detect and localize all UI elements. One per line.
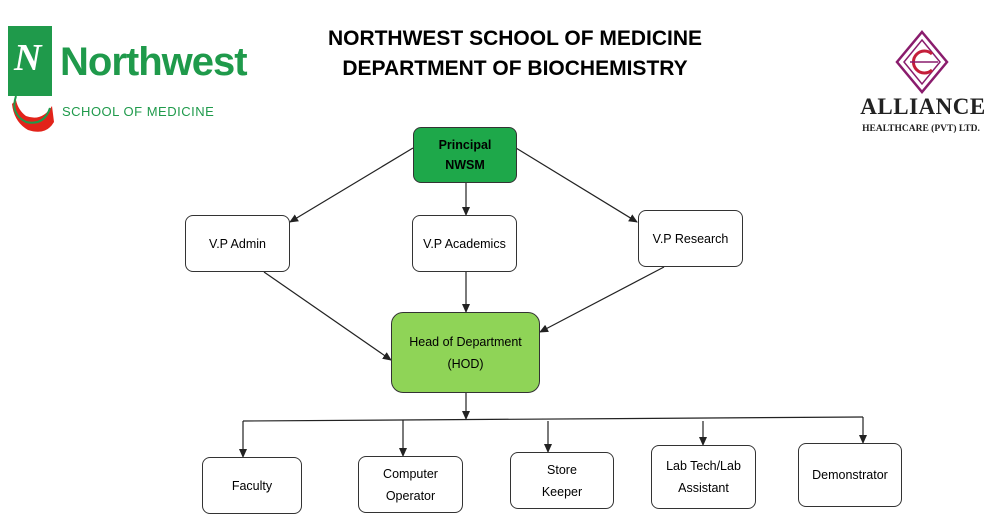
node-demonstrator: Demonstrator [798,443,902,507]
svg-text:N: N [13,37,43,79]
page-title-line2: DEPARTMENT OF BIOCHEMISTRY [342,57,688,80]
node-computer-operator: Computer Operator [358,456,463,513]
alliance-logo-name: ALLIANCE [860,94,986,119]
node-lab-tech-line1: Lab Tech/Lab [666,459,741,473]
node-vp-admin-label: V.P Admin [209,236,266,251]
node-vp-admin: V.P Admin [185,215,290,272]
edge-vp-admin-hod [263,271,392,361]
node-hod: Head of Department (HOD) [391,312,540,393]
node-faculty-label: Faculty [231,478,273,493]
node-hod-line1: Head of Department [409,334,522,349]
bus-line [242,416,864,422]
northwest-logo-subtitle: SCHOOL OF MEDICINE [62,104,215,119]
edge-principal-vp-research [515,147,638,223]
node-vp-academics: V.P Academics [412,215,517,272]
alliance-diamond-icon [895,30,949,94]
node-store-keeper: Store Keeper [510,452,614,509]
alliance-logo-subtitle: HEALTHCARE (PVT) LTD. [862,124,980,134]
page-title-line1: NORTHWEST SCHOOL OF MEDICINE [327,27,703,50]
node-faculty: Faculty [202,457,302,514]
node-vp-research-label: V.P Research [652,231,729,246]
edge-principal-vp-admin [289,147,414,223]
edge-vp-research-hod [539,266,665,333]
node-vp-academics-label: V.P Academics [423,236,506,251]
node-computer-operator-line1: Computer [383,466,438,481]
node-principal: Principal NWSM [413,127,517,183]
node-lab-tech-line2: Assistant [678,481,729,495]
node-store-keeper-line2: Keeper [541,484,583,499]
node-hod-line2: (HOD) [447,356,484,371]
node-vp-research: V.P Research [638,210,743,267]
node-lab-tech: Lab Tech/Lab Assistant [651,445,756,509]
northwest-emblem-icon: N [8,26,54,132]
node-computer-operator-line2: Operator [385,488,436,503]
node-principal-line1: Principal [438,138,492,152]
node-store-keeper-line1: Store [547,462,577,477]
northwest-logo-word: Northwest [60,40,248,84]
node-demonstrator-label: Demonstrator [812,468,888,482]
node-principal-line2: NWSM [445,158,485,172]
